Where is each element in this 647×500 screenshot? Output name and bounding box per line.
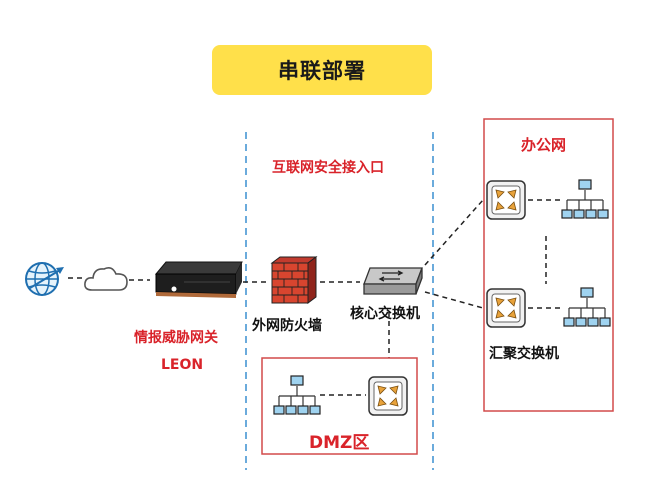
gateway-model-label: LEON: [161, 357, 204, 373]
firewall-icon: [270, 256, 318, 304]
globe-icon: [25, 262, 64, 296]
aggregation-switch-label: 汇聚交换机: [489, 346, 559, 362]
network-tree-icon: [561, 179, 609, 219]
dmz-box: [261, 357, 418, 455]
firewall-label: 外网防火墙: [252, 318, 322, 334]
switch-icon: [368, 376, 408, 416]
switch-icon: [486, 288, 526, 328]
cloud-icon: [84, 267, 128, 291]
dmz-label: DMZ区: [309, 433, 370, 453]
gateway-appliance-icon: [154, 261, 243, 298]
core-switch-icon: [363, 267, 423, 295]
internet-entry-label: 互联网安全接入口: [272, 160, 384, 176]
title-banner: 串联部署: [212, 45, 432, 95]
core-switch-label: 核心交换机: [350, 306, 420, 322]
office-network-box: [483, 118, 614, 412]
switch-icon: [486, 180, 526, 220]
network-tree-icon: [273, 375, 321, 415]
office-network-label: 办公网: [521, 136, 567, 154]
gateway-label: 情报威胁网关: [134, 330, 218, 346]
network-tree-icon: [563, 287, 611, 327]
diagram-title: 串联部署: [278, 59, 366, 83]
